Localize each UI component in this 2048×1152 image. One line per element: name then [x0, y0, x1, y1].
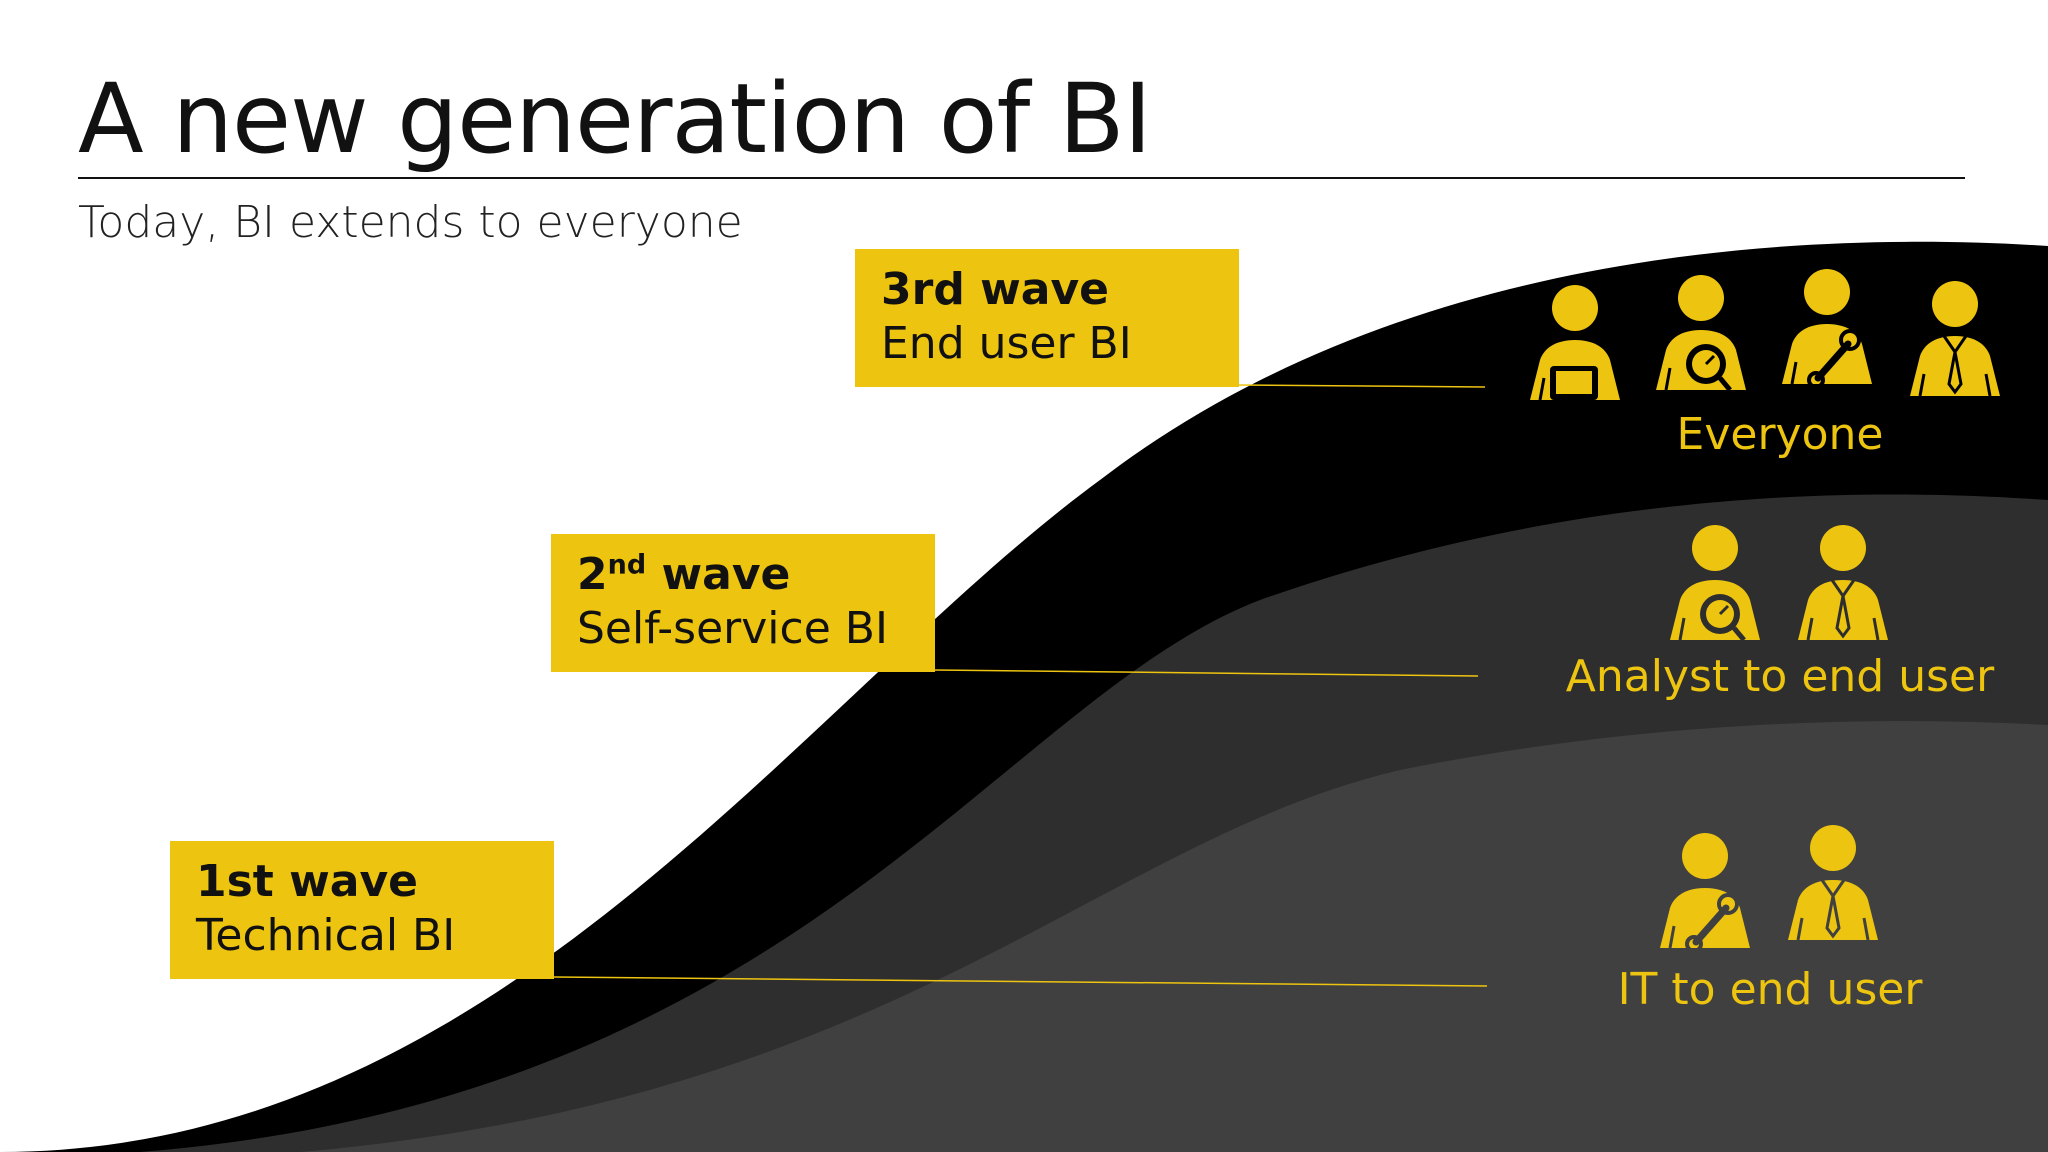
- wave-2-title: 2nd wave: [577, 549, 791, 600]
- business-tie-icon: [1788, 825, 1878, 941]
- wave-3-title: 3rd wave: [881, 264, 1109, 315]
- tablet-user-icon: [1530, 285, 1620, 401]
- wave-band-it: [300, 721, 2048, 1152]
- wave-box-2: 2nd wave Self-service BI: [551, 534, 935, 672]
- analyst-gauge-icon: [1670, 525, 1760, 642]
- slide-subtitle: Today, BI extends to everyone: [78, 197, 743, 248]
- group-label-it: IT to end user: [1617, 964, 1923, 1015]
- leader-line-wave2: [934, 669, 1479, 677]
- group-label-everyone: Everyone: [1676, 409, 1884, 460]
- wave-box-3: 3rd wave End user BI: [855, 249, 1239, 387]
- wave-1-title: 1st wave: [196, 856, 419, 907]
- leader-line-wave3: [1238, 384, 1486, 388]
- business-tie-icon: [1798, 525, 1888, 641]
- wave-2-subtitle: Self-service BI: [577, 603, 888, 654]
- business-tie-icon: [1910, 281, 2000, 397]
- leader-line-wave1: [553, 976, 1488, 987]
- wave-3-subtitle: End user BI: [881, 318, 1132, 369]
- wave-box-1: 1st wave Technical BI: [170, 841, 554, 979]
- slide-title: A new generation of BI: [78, 63, 1152, 175]
- wave-1-subtitle: Technical BI: [196, 910, 456, 961]
- analyst-gauge-icon: [1656, 275, 1746, 392]
- it-wrench-icon: [1782, 269, 1872, 386]
- title-divider: [78, 177, 1965, 179]
- group-label-analyst: Analyst to end user: [1565, 651, 1995, 702]
- it-wrench-icon: [1660, 833, 1750, 950]
